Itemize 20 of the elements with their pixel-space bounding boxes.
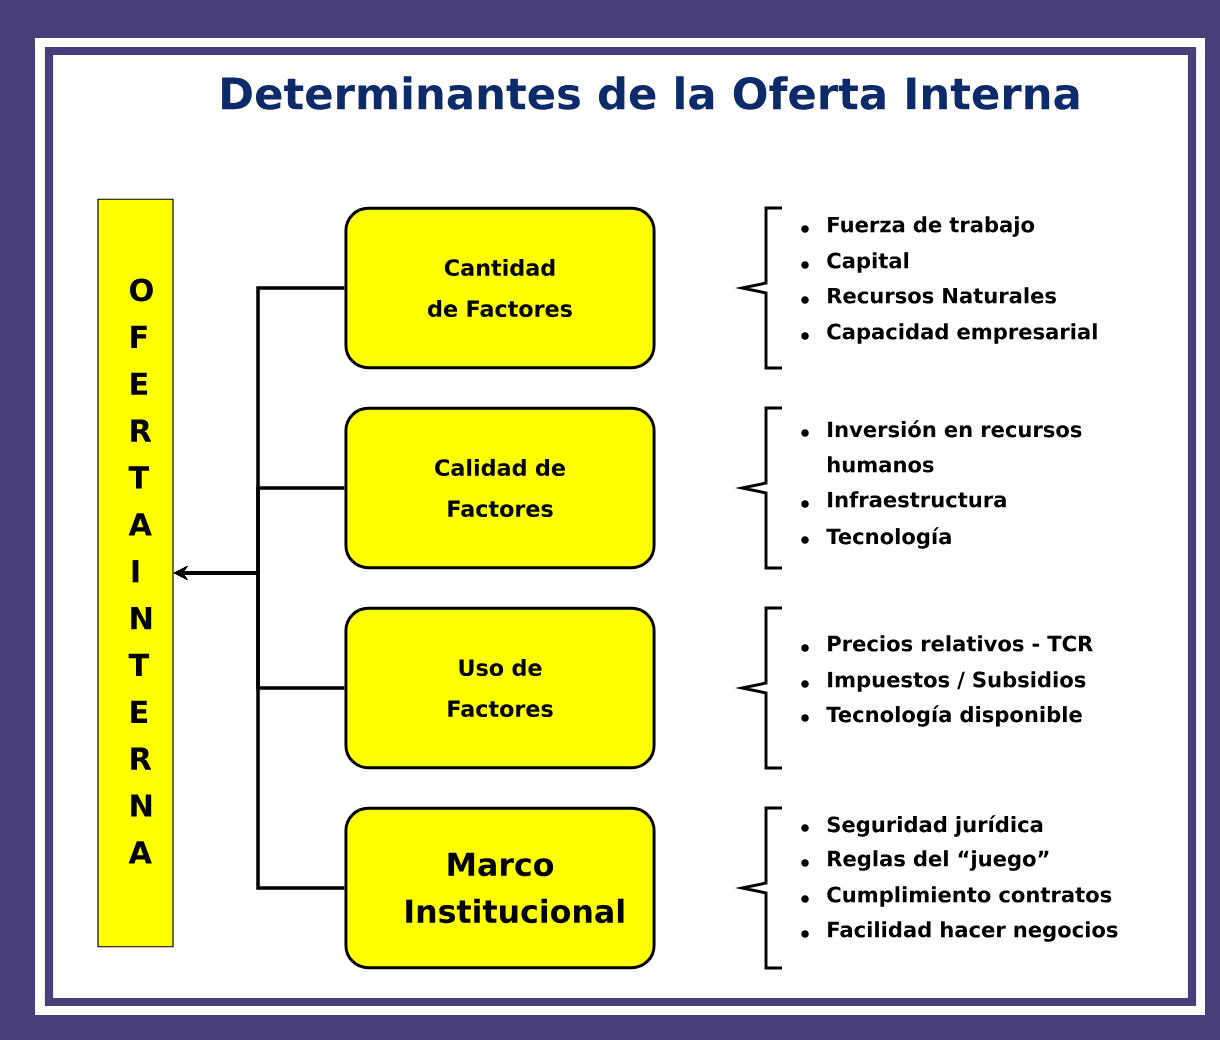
list-item: Recursos Naturales [828, 287, 1056, 304]
list-item: Inversión en recursos humanos [828, 420, 1082, 473]
list-item: Tecnología disponible [826, 705, 1082, 727]
process-box: Calidad de Factores [344, 406, 656, 570]
list-item: Impuestos / Subsidios [828, 671, 1086, 692]
process-box: Uso de Factores [344, 606, 656, 770]
list-item: Capacidad empresarial [827, 323, 1097, 344]
list-item: Precios relativos - TCR [828, 635, 1093, 652]
list-item: Seguridad jurídica [827, 815, 1043, 837]
title: Determinantes de la Oferta Interna [222, 76, 1079, 110]
list-item: Reglas del “juego” [828, 850, 1049, 871]
process-box: Cantidad de Factores [344, 206, 656, 370]
list-item: Fuerza de trabajo [828, 216, 1035, 237]
list-item: Capital [827, 252, 909, 273]
list-item: Cumplimiento contratos [827, 886, 1112, 907]
list-item: Infraestructura [828, 491, 1006, 508]
vertical-bar: OFERTA INTERNA [97, 198, 174, 948]
process-box: Marco Institucional [344, 806, 656, 970]
list-item: Tecnología [826, 527, 951, 549]
list-item: Facilidad hacer negocios [828, 921, 1118, 942]
